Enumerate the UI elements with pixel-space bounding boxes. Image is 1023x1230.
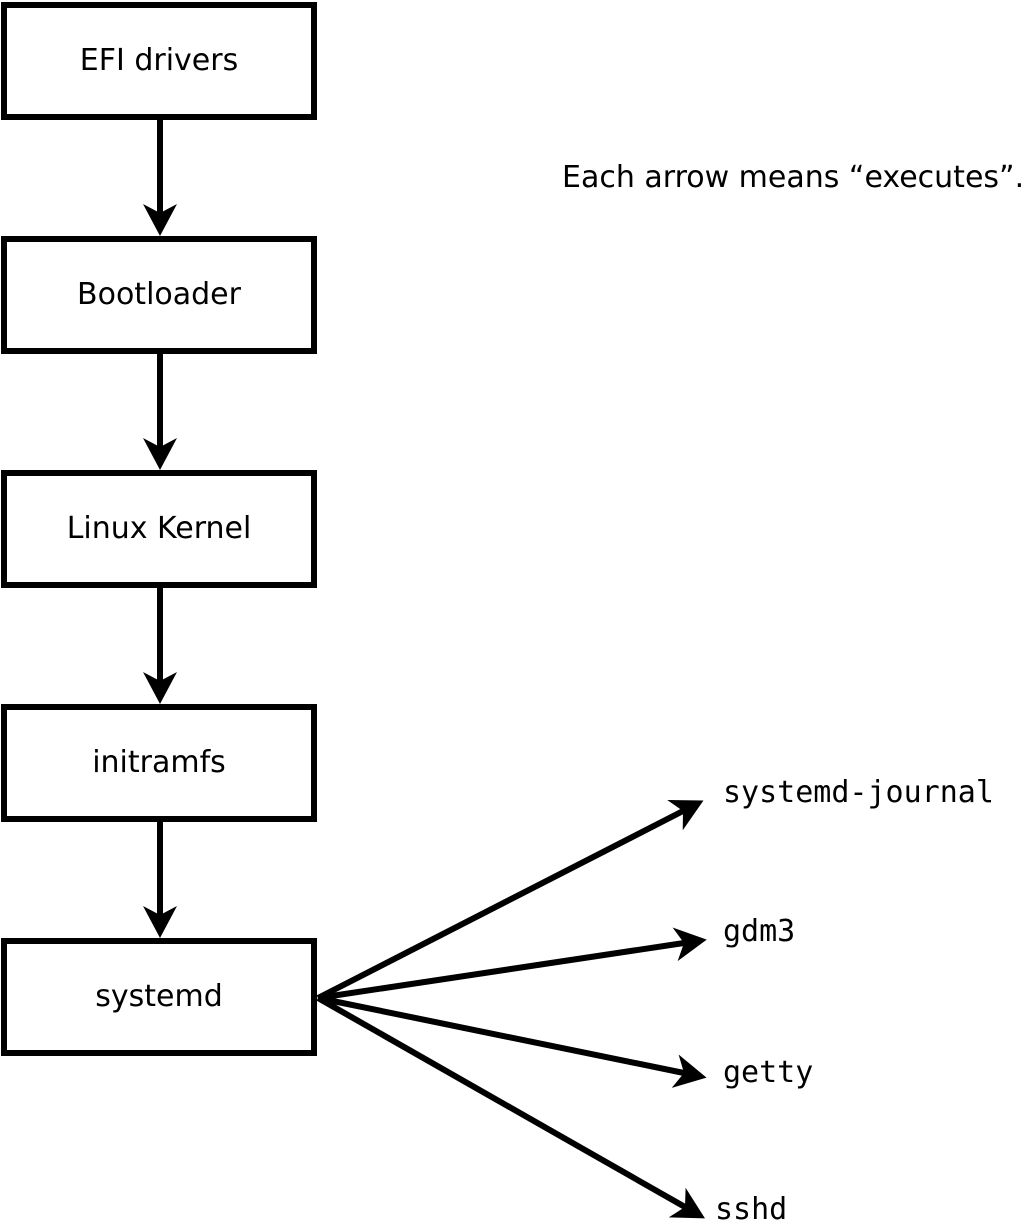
node-linux-kernel: Linux Kernel — [1, 470, 317, 588]
arrow-systemd-to-getty — [317, 995, 707, 1088]
node-efi-drivers-label: EFI drivers — [79, 43, 239, 78]
label-sshd: sshd — [715, 1192, 788, 1227]
node-efi-drivers: EFI drivers — [1, 2, 317, 120]
node-bootloader: Bootloader — [1, 236, 317, 354]
label-getty: getty — [723, 1055, 814, 1090]
node-initramfs: initramfs — [1, 704, 317, 822]
arrow-systemd-to-sshd — [316, 995, 705, 1219]
arrow-systemd-to-systemd-journal — [316, 799, 704, 1001]
node-systemd: systemd — [1, 938, 317, 1056]
node-bootloader-label: Bootloader — [77, 277, 241, 312]
label-systemd-journal: systemd-journal — [723, 775, 994, 810]
node-linux-kernel-label: Linux Kernel — [66, 511, 252, 546]
legend-text: Each arrow means “executes”. — [562, 160, 1023, 195]
arrow-systemd-to-gdm3 — [317, 927, 707, 1001]
node-initramfs-label: initramfs — [92, 745, 226, 780]
label-gdm3: gdm3 — [723, 914, 796, 949]
node-systemd-label: systemd — [95, 979, 223, 1014]
